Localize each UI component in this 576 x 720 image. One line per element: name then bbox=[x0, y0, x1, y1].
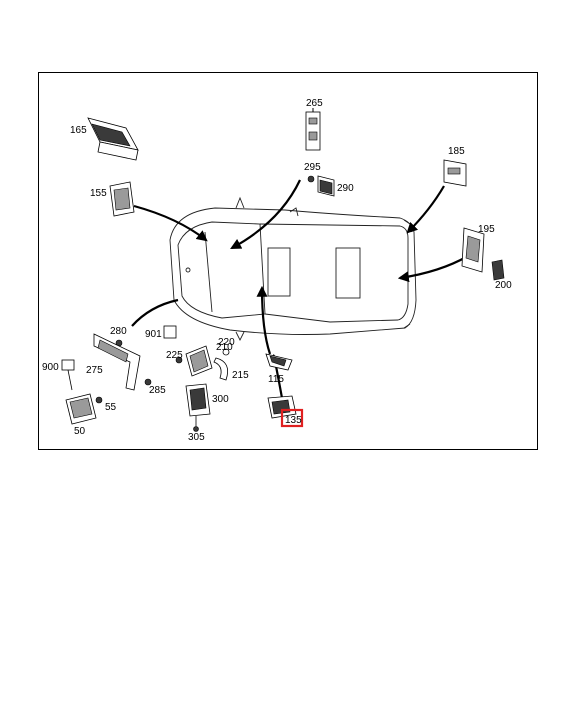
label-55: 55 bbox=[105, 402, 117, 413]
part-290-connector bbox=[317, 175, 335, 197]
vehicle-outline bbox=[169, 196, 417, 342]
label-200: 200 bbox=[495, 280, 512, 291]
part-55-screw bbox=[95, 396, 103, 404]
label-290: 290 bbox=[337, 183, 354, 194]
label-280: 280 bbox=[110, 326, 127, 337]
part-200-sensor bbox=[491, 259, 505, 281]
label-210: 210 bbox=[216, 342, 233, 353]
label-901: 901 bbox=[145, 329, 162, 340]
part-901-box bbox=[163, 325, 177, 339]
part-165-fuse-box bbox=[87, 117, 139, 161]
part-185-module bbox=[443, 159, 467, 187]
part-225-screw bbox=[175, 356, 183, 364]
label-220: 220 bbox=[218, 337, 235, 348]
part-115-module bbox=[265, 353, 293, 371]
label-225: 225 bbox=[166, 350, 183, 361]
highlight-box-135 bbox=[280, 408, 304, 428]
label-135: 135 bbox=[285, 415, 302, 426]
part-labels: 265 165 295 290 185 155 195 200 280 901 … bbox=[42, 98, 512, 443]
label-195: 195 bbox=[478, 224, 495, 235]
label-300: 300 bbox=[212, 394, 229, 405]
label-165: 165 bbox=[70, 125, 87, 136]
label-185: 185 bbox=[448, 146, 465, 157]
part-265-bracket bbox=[305, 108, 321, 151]
label-295: 295 bbox=[304, 162, 321, 173]
label-115: 115 bbox=[268, 374, 284, 385]
part-285-screw bbox=[144, 378, 152, 386]
part-50-control-unit bbox=[65, 393, 97, 425]
part-155-module bbox=[109, 181, 135, 217]
part-215-bracket bbox=[213, 357, 229, 381]
part-135-module bbox=[267, 395, 297, 419]
part-275-bracket bbox=[93, 333, 141, 391]
part-300-module bbox=[185, 383, 211, 428]
pointer-arrows bbox=[131, 179, 469, 399]
part-195-antenna bbox=[461, 227, 485, 273]
label-155: 155 bbox=[90, 188, 107, 199]
part-900-connector bbox=[61, 359, 75, 391]
part-305-screw bbox=[193, 426, 199, 432]
label-285: 285 bbox=[149, 385, 166, 396]
label-50: 50 bbox=[74, 426, 86, 437]
part-295-screw bbox=[307, 175, 315, 183]
label-305: 305 bbox=[188, 432, 205, 443]
label-275: 275 bbox=[86, 365, 103, 376]
part-210-control-unit bbox=[185, 345, 213, 377]
label-900: 900 bbox=[42, 362, 59, 373]
label-215: 215 bbox=[232, 370, 249, 381]
part-220-clip bbox=[222, 348, 230, 356]
label-265: 265 bbox=[306, 98, 323, 109]
